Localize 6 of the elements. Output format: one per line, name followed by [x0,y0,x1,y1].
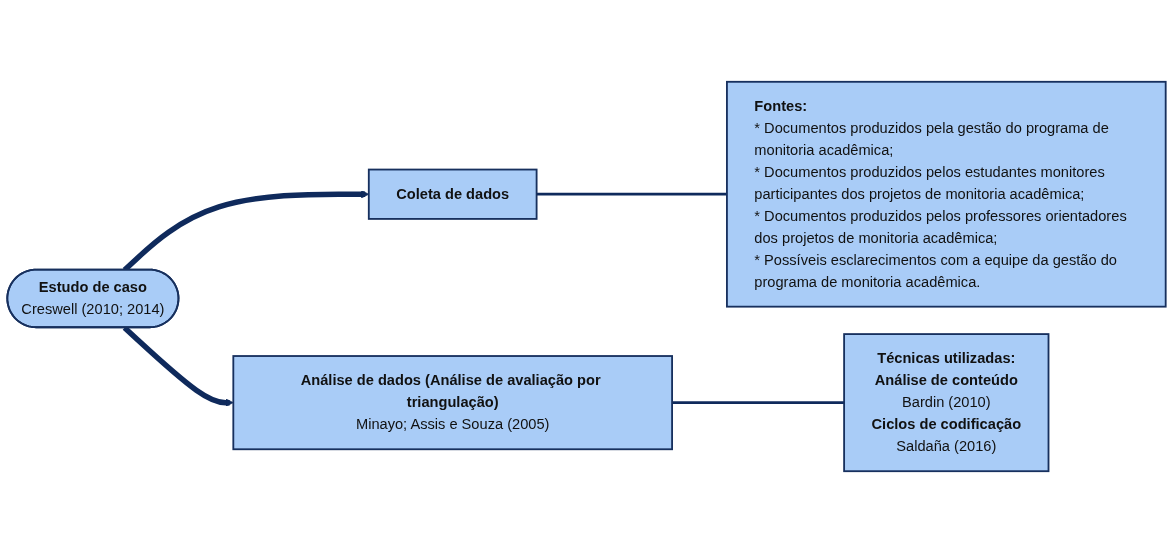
node-box: Fontes: * Documentos produzidos pela gestão do programa de monitoria acadêmica; * Documentos produzidos pelos estudantes monitores participantes dos projetos de monitoria acadêmica; * Documentos produzidos pelos professores orientadores dos projetos de monitoria acadêmica; * Possíveis esclarecimentos com a equipe da gestão do programa de monitoria acadêmica. [726,80,1167,308]
node-box: Análise de dados (Análise de avaliação por triangulação) Minayo; Assis e Souza (2005) [232,355,673,451]
connector [672,401,845,404]
node-box: Coleta de dados [367,168,538,220]
connector [536,192,727,196]
node-box: Técnicas utilizadas: Análise de conteúdo Bardin (2010) Ciclos de codificação Saldaña (2016) [843,333,1050,473]
